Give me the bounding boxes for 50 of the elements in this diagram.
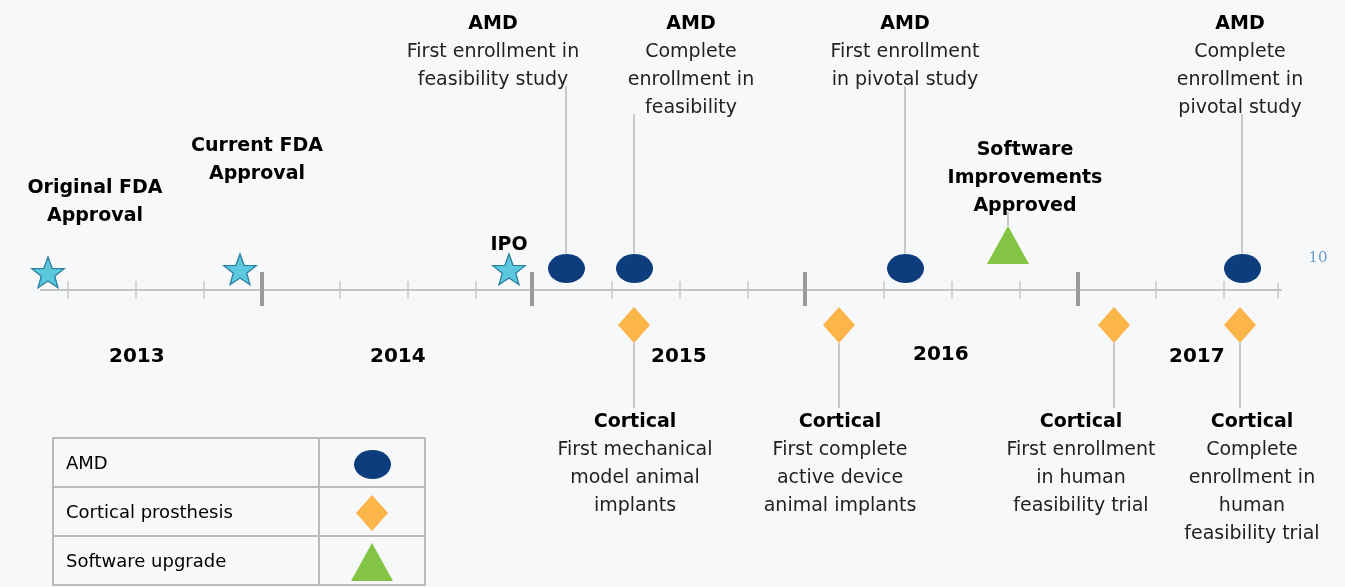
circle-marker bbox=[1223, 253, 1261, 283]
leader-line bbox=[1113, 342, 1115, 409]
event-heading: AMD bbox=[879, 10, 931, 35]
event-heading: AMD bbox=[665, 10, 717, 35]
event-description: First enrollment in feasibility study bbox=[405, 38, 581, 91]
event-description: First complete active device animal implants bbox=[762, 436, 918, 517]
event-heading: IPO bbox=[489, 231, 529, 256]
event-heading: Cortical bbox=[1209, 408, 1295, 433]
star-marker bbox=[29, 255, 67, 289]
event-description: First enrollment in human feasibility trial bbox=[1006, 436, 1156, 517]
leader-line bbox=[1241, 113, 1243, 255]
event-description: Complete enrollment in pivotal study bbox=[1175, 38, 1305, 119]
event-description: First enrollment in pivotal study bbox=[829, 38, 981, 91]
legend-text: AMD bbox=[53, 438, 319, 487]
year-label: 2017 bbox=[1169, 343, 1225, 367]
event-description: First mechanical model animal implants bbox=[556, 436, 714, 517]
triangle-marker bbox=[987, 226, 1029, 264]
circle-marker bbox=[547, 253, 585, 283]
event-heading: AMD bbox=[467, 10, 519, 35]
event-heading: Original FDA Approval bbox=[26, 174, 164, 227]
event-description: Complete enrollment in feasibility bbox=[626, 38, 756, 119]
diamond-marker bbox=[823, 307, 855, 343]
year-label: 2013 bbox=[109, 343, 165, 367]
year-label: 2016 bbox=[913, 341, 969, 365]
leader-line bbox=[633, 113, 635, 255]
leader-line bbox=[1239, 342, 1241, 409]
event-heading: Cortical bbox=[592, 408, 678, 433]
event-heading: AMD bbox=[1214, 10, 1266, 35]
year-label: 2015 bbox=[651, 343, 707, 367]
page-number: 10 bbox=[1308, 248, 1328, 266]
leader-line bbox=[633, 342, 635, 409]
diamond-marker bbox=[618, 307, 650, 343]
event-heading: Cortical bbox=[1038, 408, 1124, 433]
circle-marker bbox=[886, 253, 924, 283]
event-description: Complete enrollment in human feasibility trial bbox=[1183, 436, 1321, 545]
leader-line bbox=[904, 85, 906, 255]
circle-marker bbox=[615, 253, 653, 283]
year-label: 2014 bbox=[370, 343, 426, 367]
leader-line bbox=[1007, 211, 1009, 227]
event-heading: Cortical bbox=[797, 408, 883, 433]
diamond-marker bbox=[1098, 307, 1130, 343]
event-heading: Software Improvements Approved bbox=[946, 136, 1104, 217]
leader-line bbox=[838, 342, 840, 409]
leader-line bbox=[565, 85, 567, 255]
diamond-marker bbox=[1224, 307, 1256, 343]
star-marker bbox=[490, 252, 528, 286]
event-heading: Current FDA Approval bbox=[190, 132, 324, 185]
legend-text: Software upgrade bbox=[53, 536, 319, 585]
legend-text: Cortical prosthesis bbox=[53, 487, 319, 536]
star-marker bbox=[221, 252, 259, 286]
